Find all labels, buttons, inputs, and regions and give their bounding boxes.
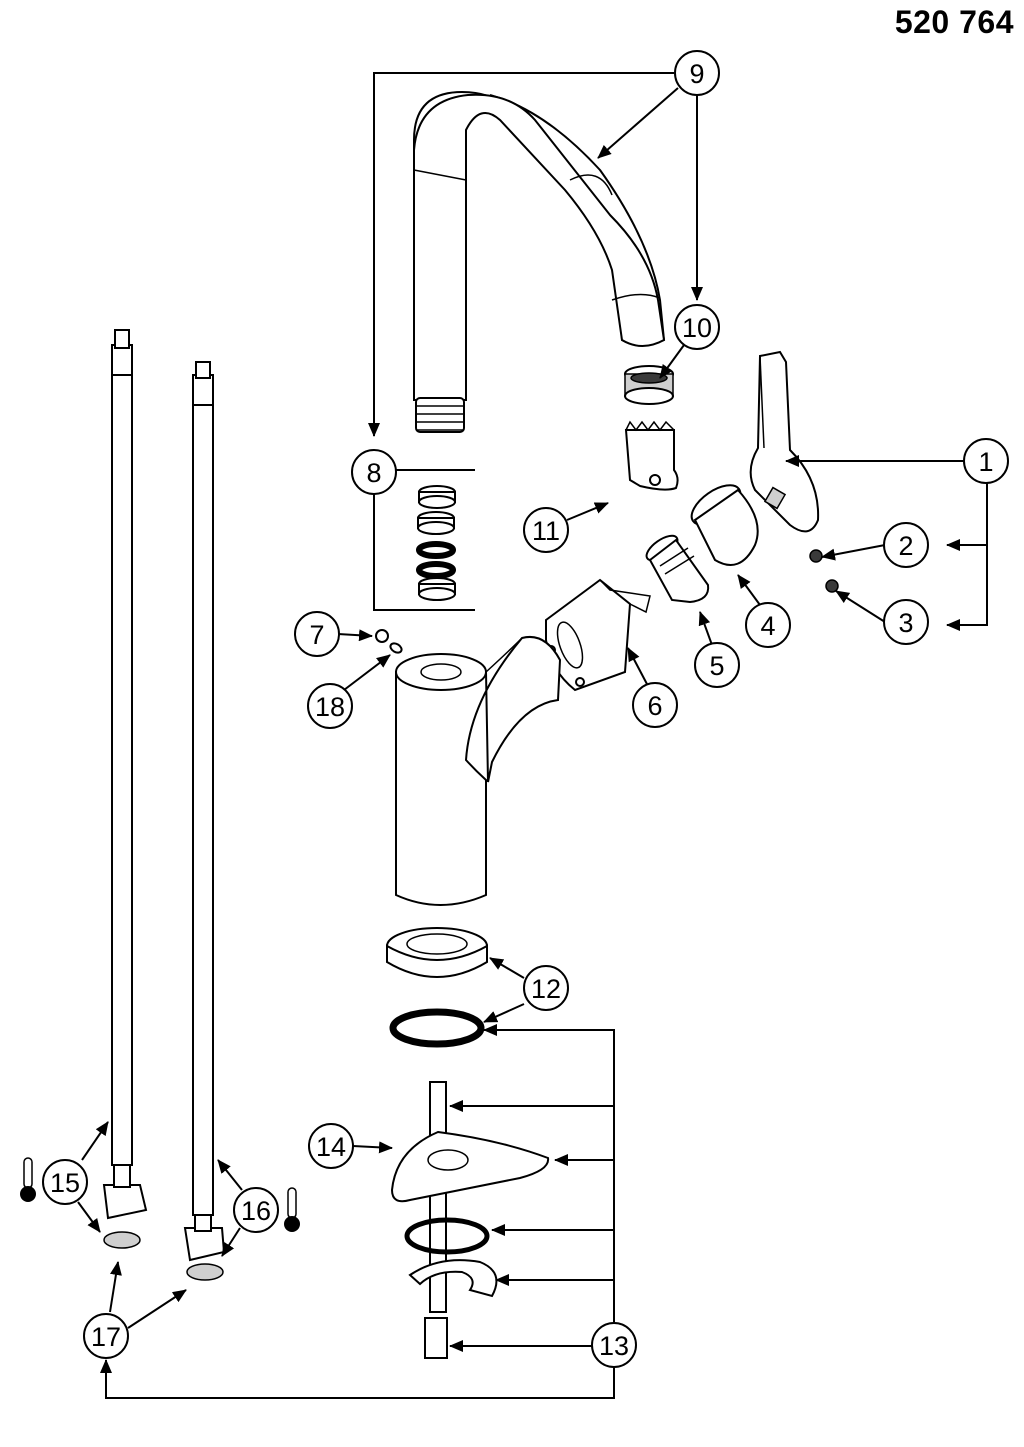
callout-label: 7 — [309, 620, 324, 650]
callout-4: 4 — [745, 602, 791, 648]
seal-kit-part — [416, 485, 456, 601]
callout-label: 16 — [241, 1196, 271, 1226]
callout-2: 2 — [883, 522, 929, 568]
cartridge-part — [545, 578, 651, 692]
callout-label: 14 — [316, 1132, 346, 1162]
document-number: 520 764 — [894, 4, 1014, 40]
callout-11: 11 — [523, 507, 569, 553]
callout-label: 8 — [366, 458, 381, 488]
callout-16: 16 — [233, 1187, 279, 1233]
spout-part — [413, 90, 666, 433]
set-screw-part — [375, 629, 403, 654]
callout-label: 15 — [50, 1168, 80, 1198]
callout-13: 13 — [591, 1322, 637, 1368]
faucet-body-part — [395, 636, 562, 906]
callout-label: 10 — [682, 313, 712, 343]
base-ring-part — [386, 927, 488, 1048]
mounting-kit-part — [390, 1081, 550, 1359]
callout-8: 8 — [351, 449, 397, 495]
callout-label: 4 — [760, 611, 775, 641]
callout-17: 17 — [83, 1313, 129, 1359]
callout-1: 1 — [963, 438, 1009, 484]
callout-12: 12 — [523, 965, 569, 1011]
callout-10: 10 — [674, 304, 720, 350]
cap-part — [690, 484, 759, 566]
callout-label: 12 — [531, 974, 561, 1004]
aerator-key-part — [624, 420, 679, 491]
callout-label: 5 — [709, 651, 724, 681]
callout-label: 3 — [898, 608, 913, 638]
thermometer-hot-icon — [20, 1157, 36, 1202]
callout-label: 9 — [689, 59, 704, 89]
callout-6: 6 — [632, 682, 678, 728]
lever-handle-part — [749, 350, 820, 533]
callout-label: 1 — [978, 447, 993, 477]
callout-label: 2 — [898, 531, 913, 561]
callout-18: 18 — [307, 683, 353, 729]
callout-15: 15 — [42, 1159, 88, 1205]
callout-label: 17 — [91, 1322, 121, 1352]
ring-nut-part — [645, 534, 710, 604]
callout-14: 14 — [308, 1123, 354, 1169]
thermometer-cold-icon — [284, 1187, 300, 1232]
supply-hoses-part — [102, 329, 226, 1281]
leader-lines — [77, 72, 988, 1399]
callout-9: 9 — [674, 50, 720, 96]
callout-label: 6 — [647, 691, 662, 721]
callout-label: 11 — [532, 516, 560, 546]
callout-label: 18 — [315, 692, 345, 722]
callout-7: 7 — [294, 611, 340, 657]
callout-label: 13 — [599, 1331, 629, 1361]
callout-3: 3 — [883, 599, 929, 645]
callout-5: 5 — [694, 642, 740, 688]
